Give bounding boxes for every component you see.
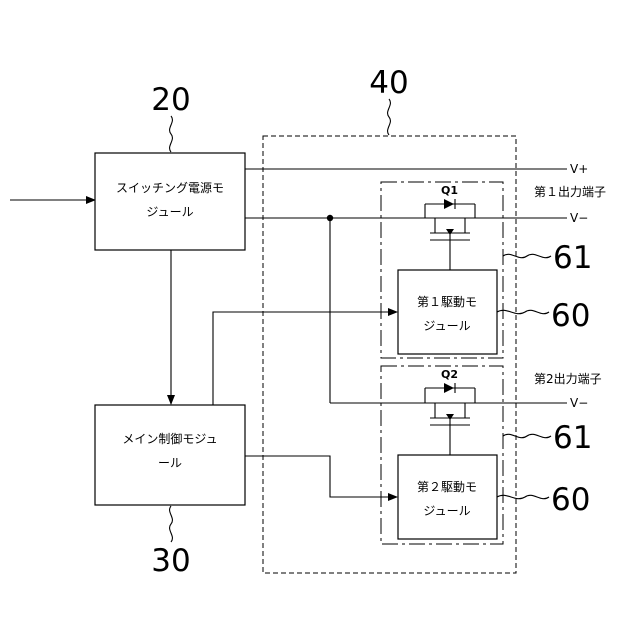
leader-60-bottom [497,495,549,498]
ref-60-top: 60 [551,298,590,334]
transistor-q2-symbol [425,383,475,455]
switching-power-label-1: スイッチング電源モ [116,181,224,195]
ref-60-bottom: 60 [551,482,590,518]
ref-40: 40 [369,65,408,101]
drive-module-2-label-2: ジュール [423,504,470,518]
q1-label: Q1 [441,184,458,197]
drive-module-1-label-1: 第１駆動モ [417,295,477,309]
main-control-label-2: ール [158,456,182,470]
drive-module-2 [398,455,497,539]
drive-module-2-label-1: 第２駆動モ [417,480,477,494]
output-terminal-2-label: 第2出力端子 [534,372,602,386]
transistor-q1-symbol [425,199,475,270]
v-plus-label: V+ [570,162,588,176]
ref-61-bottom: 61 [553,420,592,456]
drive-module-1-label-2: ジュール [423,319,470,333]
leader-20 [170,116,173,152]
leader-61-bottom [503,434,551,437]
leader-30 [170,506,173,542]
ref-61-top: 61 [553,240,592,276]
switching-power-module [95,153,245,250]
q2-label: Q2 [441,368,458,381]
leader-60-top [497,310,549,313]
leader-61-top [503,254,551,257]
output-terminal-1-label: 第１出力端子 [534,185,606,199]
switching-power-label-2: ジュール [146,205,193,219]
control-to-drive2-line [245,456,397,497]
leader-40 [388,99,391,135]
main-control-label-1: メイン制御モジュ [122,431,217,446]
drive-module-1 [398,270,497,354]
ref-30: 30 [151,543,190,579]
v-minus-label-2: V− [570,396,588,410]
control-to-drive1-line [213,312,397,405]
v-minus-label-1: V− [570,211,588,225]
ref-20: 20 [151,82,190,118]
main-control-module [95,405,245,505]
